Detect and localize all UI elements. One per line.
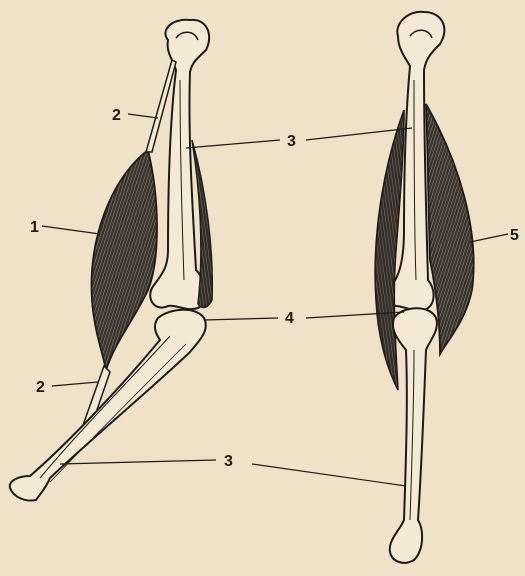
label-2-upper-tendon: 2 <box>112 107 121 124</box>
label-2-lower-tendon: 2 <box>36 379 45 396</box>
label-5-triceps: 5 <box>510 227 519 244</box>
label-1-biceps: 1 <box>30 219 39 236</box>
label-3-forearm: 3 <box>224 453 233 470</box>
label-3-humerus: 3 <box>287 133 296 150</box>
label-4-elbow-joint: 4 <box>285 310 294 327</box>
